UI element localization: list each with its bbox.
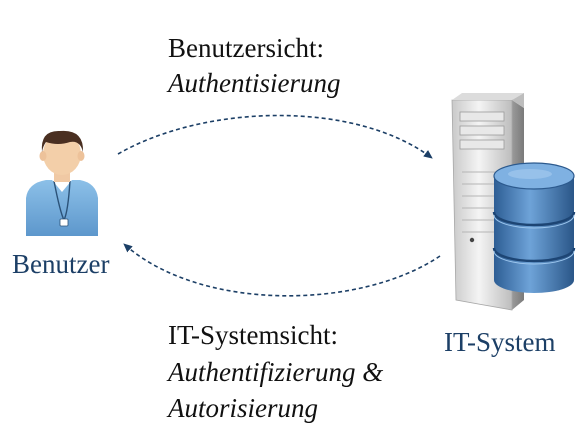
user-view-heading: Benutzersicht: [168, 33, 324, 63]
system-label: IT-System [444, 327, 556, 357]
authorization-arrow [123, 243, 441, 297]
database-icon [492, 162, 576, 293]
user-label: Benutzer [12, 249, 110, 279]
system-view-line-2: Autorisierung [168, 393, 319, 423]
person-icon [26, 130, 98, 236]
authentication-arrow [117, 114, 433, 159]
user-view-subtitle: Authentisierung [168, 68, 341, 98]
system-view-line-1: Authentifizierung & [168, 357, 384, 387]
system-view-heading: IT-Systemsicht: [168, 320, 339, 350]
